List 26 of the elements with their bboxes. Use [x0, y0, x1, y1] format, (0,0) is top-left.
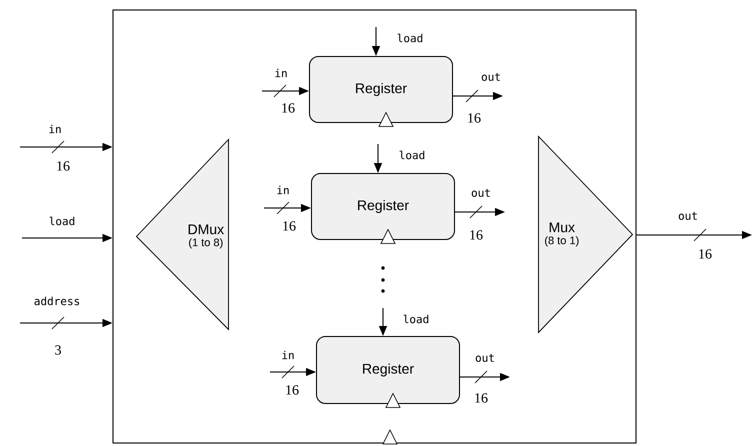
register-box: Register — [311, 172, 455, 240]
signal-label: out — [480, 72, 502, 82]
signal-label: in — [47, 124, 63, 134]
signal-label: load — [398, 150, 426, 160]
signal-label: in — [275, 184, 291, 196]
signal-label: load — [402, 314, 430, 324]
signal-label: out — [677, 211, 699, 221]
bus-width-label: 16 — [699, 249, 712, 259]
chip-box — [112, 10, 636, 444]
bus-width-label: 16 — [470, 230, 483, 240]
bus-width-label: 16 — [283, 221, 296, 231]
bus-width-label: 16 — [475, 393, 488, 403]
signal-label: load — [396, 32, 424, 44]
register-box: Register — [309, 56, 453, 123]
signal-label: in — [273, 68, 289, 78]
bus-width-label: 16 — [57, 161, 70, 171]
bus-width-label: 16 — [468, 113, 481, 123]
signal-label: address — [32, 296, 82, 306]
bus-width-label: 16 — [282, 103, 295, 113]
signal-label: out — [470, 188, 492, 198]
signal-label: out — [474, 353, 496, 363]
register-box: Register — [316, 336, 460, 404]
signal-label: in — [280, 350, 296, 360]
signal-label: load — [48, 216, 76, 226]
bus-width-label: 16 — [286, 385, 299, 395]
bus-width-label: 3 — [55, 345, 61, 355]
